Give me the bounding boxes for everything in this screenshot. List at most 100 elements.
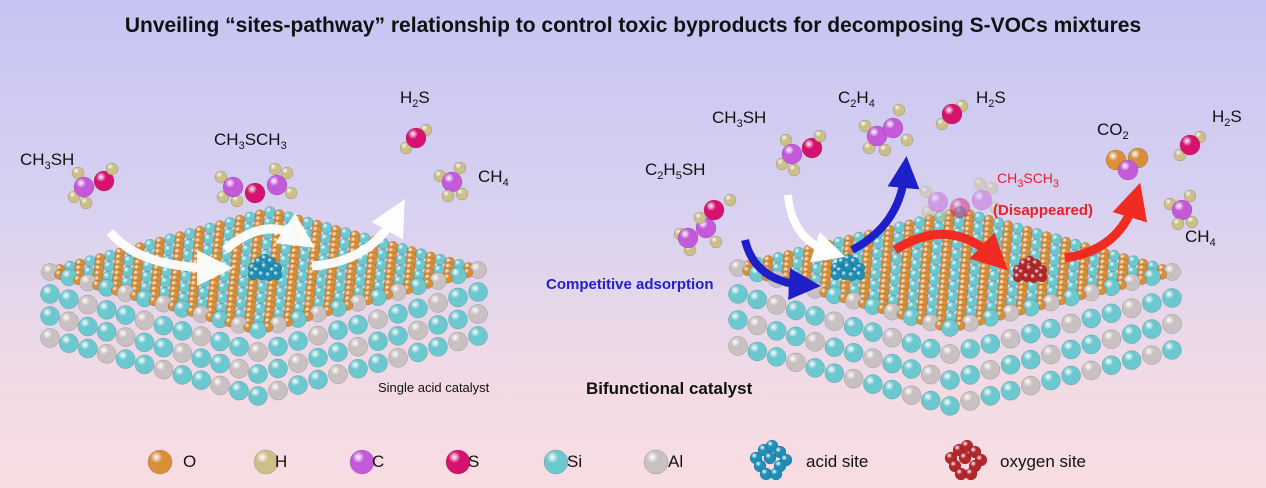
surface-si [354,275,366,288]
molecule-c2h4-atom [858,119,872,133]
support-atom [766,321,787,341]
support-atom [1121,298,1142,318]
support-atom [115,349,136,369]
support-atom [78,338,98,359]
support-atom [308,369,328,390]
legend-label-s: S [468,452,480,471]
support-atom [901,385,922,405]
legend-label-oxygen-site: oxygen site [1000,452,1086,471]
surface-si [973,211,986,224]
legend-acid-site-cluster [749,439,793,481]
support-atom [388,304,408,324]
support-atom [863,348,883,368]
support-atom [288,375,308,395]
support-atom [40,284,60,304]
acid-site-cluster-atom [263,270,275,282]
support-atom [805,358,825,378]
surface-si [315,275,328,288]
support-atom [1061,365,1081,386]
surface-si [217,281,230,294]
support-atom [1162,314,1182,334]
surface-si [949,258,962,271]
surface-si [254,302,266,315]
molecule-c2h5sh-atom [723,193,737,207]
molecule-ch3sch3-faded-atom [919,185,933,199]
support-atom [1101,355,1122,376]
molecule-co2-atom [1117,159,1139,181]
support-atom [348,336,368,357]
support-atom [288,353,308,373]
support-atom [308,347,328,368]
support-atom [960,365,980,385]
support-atom [268,380,288,401]
support-atom [920,338,941,359]
label-ch3sch3-right: CH3SCH3 [997,170,1060,190]
molecule-c2h4-atom [878,143,892,157]
surface-si [1068,260,1080,272]
molecule-ch3sch3-left-atom [222,176,244,198]
legend-oxygen-site-cluster-atom [964,467,978,481]
surface-si [992,217,1005,229]
molecule-ch4-left-atom [441,189,455,203]
support-atom [1101,303,1122,324]
support-atom [328,320,348,340]
support-atom [843,342,864,363]
molecule-ch3sch3-left-atom [284,186,298,200]
support-atom [134,310,155,331]
surface-si [1088,254,1100,267]
surface-si [1006,285,1019,298]
molecule-ch3sch3-left-atom [214,170,228,184]
molecule-ch3sh-left-atom [105,162,119,176]
surface-si [415,248,428,260]
support-atom [786,300,806,321]
surface-si [913,216,926,228]
surface-si [1048,254,1061,267]
molecule-c2h5sh-atom [677,227,699,249]
label-h2s-left: H2S [400,88,430,110]
molecule-ch3sch3-faded-atom [985,181,999,195]
molecule-h2s-left [399,123,433,155]
surface-si [791,257,804,270]
support-atom [153,359,174,380]
surface-si [833,236,845,249]
molecule-h2s-right-1 [935,99,969,131]
legend-ball-si [543,449,569,475]
surface-si [911,248,923,260]
surface-si [240,243,253,256]
surface-si [296,270,309,282]
support-atom [348,314,368,335]
surface-si [972,222,985,234]
surface-si [264,206,276,218]
molecule-ch4-right [1163,189,1199,231]
surface-si [275,286,288,299]
support-atom [172,343,193,363]
support-atom [901,359,922,379]
surface-si [140,271,153,283]
surface-si [216,292,229,304]
support-atom [229,336,249,357]
catalyst-bifunctional [728,206,1182,416]
surface-si [947,280,960,292]
arrow-right-c2h4 [850,156,920,254]
surface-si [1030,238,1042,251]
molecule-h2s-left-atom [405,127,427,149]
surface-si [990,238,1003,250]
surface-si [928,274,941,287]
support-atom [153,315,174,336]
support-atom [882,327,902,348]
surface-si [339,227,352,239]
support-atom [1041,370,1061,391]
surface-si [946,301,958,313]
surface-si [1046,275,1059,288]
molecule-ch3sch3-faded [919,177,1003,223]
support-atom [40,306,60,326]
surface-si [184,228,196,240]
support-atom [40,328,60,348]
surface-si [989,259,1001,271]
surface-si [204,222,216,235]
caption-single-acid: Single acid catalyst [378,380,490,395]
support-atom [248,342,268,362]
surface-si [946,290,959,303]
support-atom [268,358,288,379]
support-atom [172,321,193,341]
